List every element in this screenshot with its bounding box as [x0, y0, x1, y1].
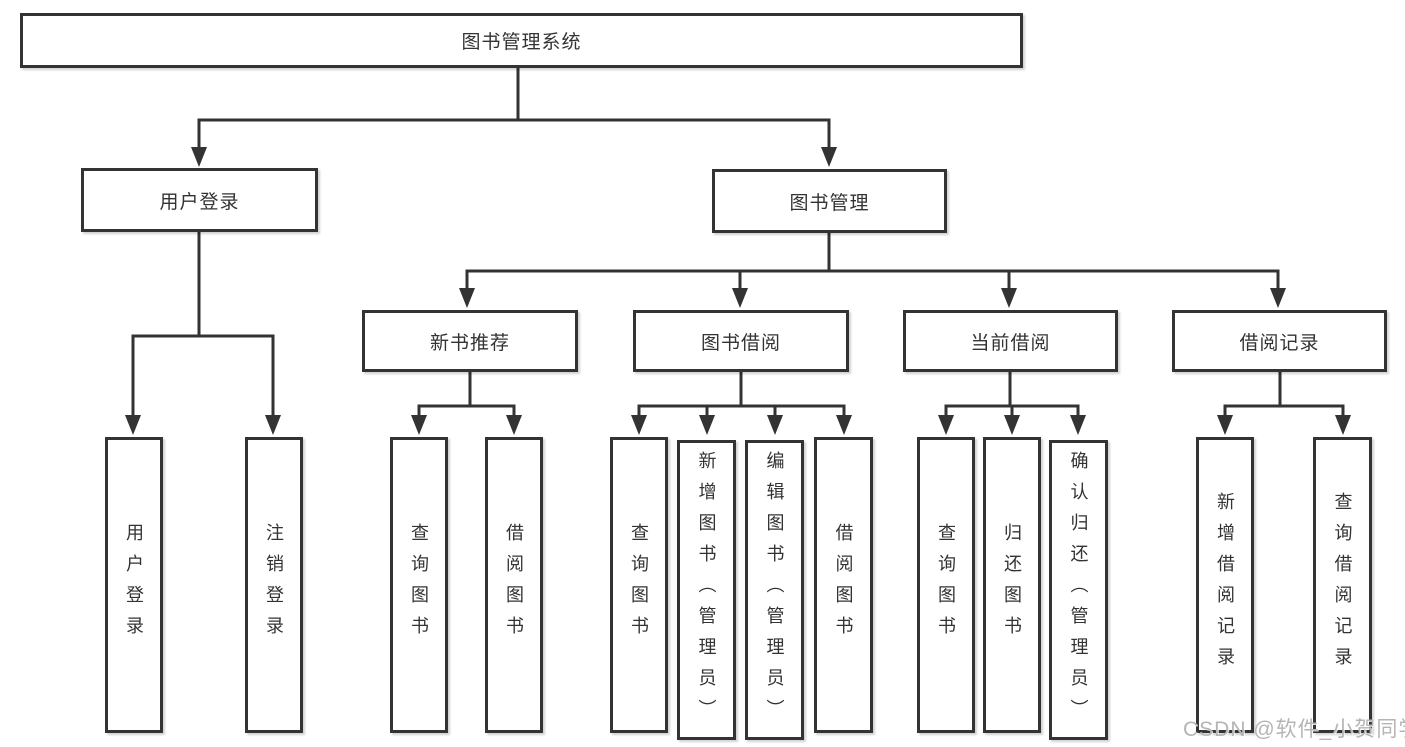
leaf-confirm-return-admin: 确认归还（管理员） — [1049, 440, 1108, 740]
node-label: 图书借阅 — [700, 332, 781, 354]
node-book-borrowing: 图书借阅 — [633, 310, 849, 372]
leaf-query-books-3: 查询图书 — [917, 437, 975, 733]
leaf-borrow-books-2: 借阅图书 — [814, 437, 873, 733]
node-label: 图书管理 — [789, 192, 870, 214]
node-label: 查询图书 — [629, 523, 649, 647]
csdn-watermark: CSDN @软件_小贺同学 — [1183, 718, 1405, 741]
arrowheads-user-login-children — [125, 415, 281, 435]
arrowheads-borrow-records-children — [1217, 415, 1351, 435]
connector-borrow-records-to-children — [1223, 372, 1345, 417]
node-label: 用户登录 — [124, 523, 144, 647]
leaf-user-login: 用户登录 — [105, 437, 163, 733]
node-label: 注销登录 — [264, 523, 284, 647]
leaf-return-books: 归还图书 — [983, 437, 1041, 733]
arrowheads-root-to-level2 — [191, 147, 837, 167]
arrowheads-current-borrow-children — [938, 415, 1086, 435]
node-library-management-system: 图书管理系统 — [20, 13, 1023, 68]
node-label: 新增图书（管理员） — [696, 450, 717, 730]
leaf-query-borrow-record: 查询借阅记录 — [1313, 437, 1372, 733]
leaf-query-books-2: 查询图书 — [610, 437, 668, 733]
node-label: 编辑图书（管理员） — [764, 450, 785, 730]
node-label: 当前借阅 — [970, 332, 1051, 354]
node-book-management: 图书管理 — [712, 169, 947, 233]
node-current-borrowing: 当前借阅 — [903, 310, 1118, 372]
node-label: 用户登录 — [159, 191, 240, 213]
node-new-book-recommend: 新书推荐 — [362, 310, 578, 372]
leaf-add-borrow-record: 新增借阅记录 — [1196, 437, 1254, 733]
node-user-login: 用户登录 — [81, 168, 318, 232]
arrowheads-level3 — [459, 288, 1286, 308]
node-label: 借阅记录 — [1239, 332, 1320, 354]
connector-new-book-to-children — [417, 372, 516, 417]
connector-root-to-level2 — [197, 68, 831, 149]
node-label: 借阅图书 — [833, 523, 854, 647]
node-label: 查询图书 — [409, 523, 429, 647]
leaf-logout: 注销登录 — [245, 437, 303, 733]
leaf-add-books-admin: 新增图书（管理员） — [677, 440, 736, 740]
connector-book-borrow-to-children — [637, 372, 846, 417]
connector-current-borrow-to-children — [944, 372, 1080, 417]
arrowheads-new-book-children — [411, 415, 522, 435]
connector-user-login-to-children — [131, 232, 275, 417]
node-label: 新书推荐 — [429, 332, 510, 354]
leaf-query-books-1: 查询图书 — [390, 437, 448, 733]
node-label: 图书管理系统 — [461, 32, 582, 53]
node-label: 查询借阅记录 — [1332, 492, 1353, 678]
node-label: 借阅图书 — [504, 523, 524, 647]
node-borrowing-records: 借阅记录 — [1172, 310, 1387, 372]
arrowheads-book-borrow-children — [631, 415, 852, 435]
node-label: 归还图书 — [1002, 523, 1022, 647]
leaf-edit-books-admin: 编辑图书（管理员） — [745, 440, 804, 740]
connector-book-management-to-level3 — [465, 233, 1280, 290]
node-label: 新增借阅记录 — [1215, 492, 1235, 678]
leaf-borrow-books-1: 借阅图书 — [485, 437, 543, 733]
node-label: 查询图书 — [936, 523, 956, 647]
node-label: 确认归还（管理员） — [1068, 450, 1089, 730]
